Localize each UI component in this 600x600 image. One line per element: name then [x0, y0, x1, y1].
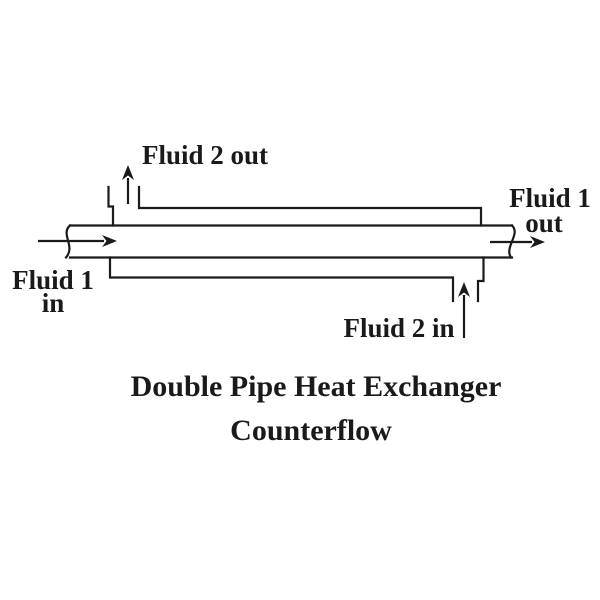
fluid2-out-arrow: [122, 165, 134, 204]
fluid1-out-arrow: [490, 236, 545, 248]
pipe-linework: [64, 185, 516, 303]
stream-labels: Fluid 2 out Fluid 1 out Fluid 1 in Fluid…: [12, 140, 591, 343]
fluid2-in-arrow-head: [458, 282, 470, 297]
fluid2-in-arrow: [458, 282, 470, 338]
outer-pipe-bottom-wall: [108, 256, 455, 303]
fluid1-in-label-line1: Fluid 1: [12, 265, 94, 295]
fluid1-out-arrow-head: [530, 236, 545, 248]
outer-pipe-top-wall: [137, 185, 483, 227]
fluid2-out-label: Fluid 2 out: [142, 140, 268, 170]
diagram-title-line2: Counterflow: [230, 414, 392, 447]
right-pipe-break-squiggle: [508, 223, 516, 260]
fluid1-out-label-line2: out: [525, 208, 563, 238]
fluid1-in-arrow-head: [102, 235, 117, 247]
outer-pipe-left-cap-and-nozzle-left-wall: [107, 185, 115, 227]
fluid1-in-label-line2: in: [42, 288, 65, 318]
fluid2-in-label: Fluid 2 in: [343, 313, 454, 343]
fluid1-in-arrow: [38, 235, 117, 247]
fluid2-out-arrow-head: [122, 165, 134, 180]
fluid1-out-label-line1: Fluid 1: [509, 183, 591, 213]
outer-pipe-right-cap-and-nozzle-right-wall: [476, 256, 485, 303]
flow-arrows: [38, 165, 545, 338]
diagram-title-line1: Double Pipe Heat Exchanger: [131, 370, 502, 403]
diagram-title: Double Pipe Heat Exchanger Counterflow: [131, 370, 502, 447]
